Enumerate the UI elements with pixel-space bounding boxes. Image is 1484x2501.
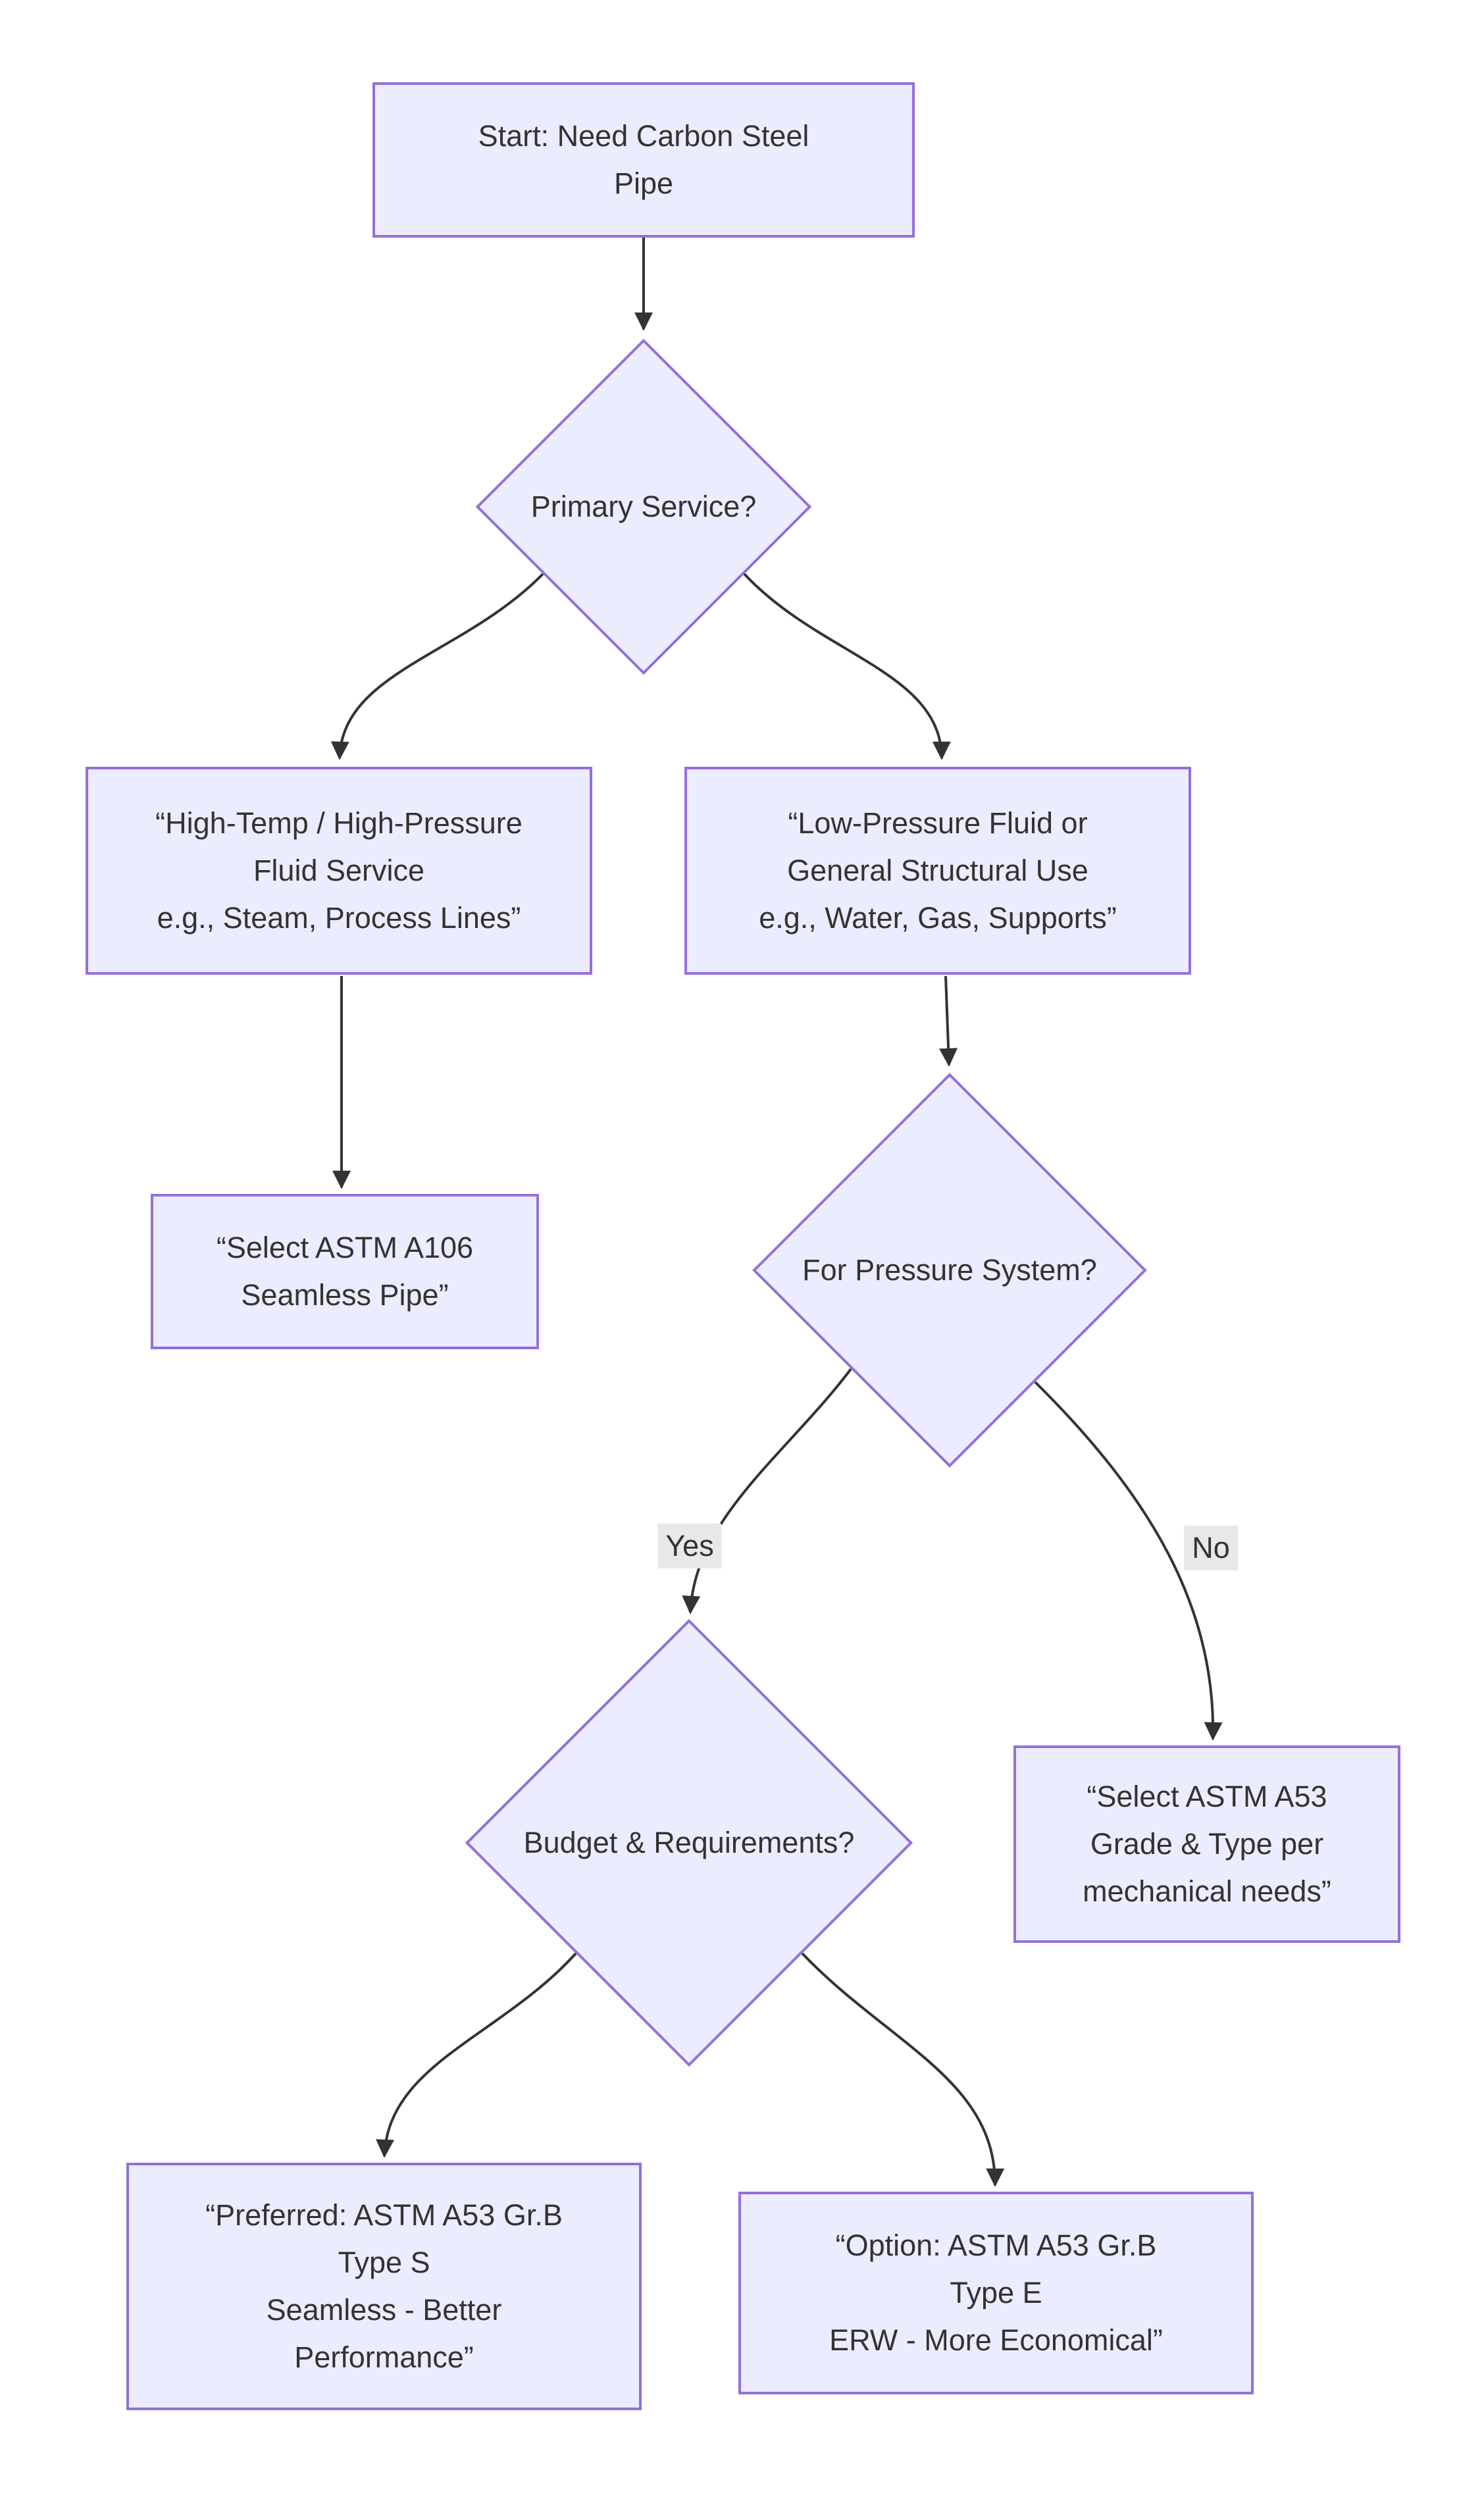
node-label: “Option: ASTM A53 Gr.B Type E ERW - More… xyxy=(829,2229,1163,2357)
node-label: For Pressure System? xyxy=(802,1253,1097,1287)
node-select-a53-mechanical: “Select ASTM A53 Grade & Type per mechan… xyxy=(1013,1745,1400,1943)
node-a53-type-s: “Preferred: ASTM A53 Gr.B Type S Seamles… xyxy=(126,2163,642,2410)
node-start: Start: Need Carbon Steel Pipe xyxy=(372,82,915,238)
decision-budget-requirements: Budget & Requirements? xyxy=(465,1618,913,2067)
node-label: “High-Temp / High-Pressure Fluid Service… xyxy=(155,806,523,935)
node-label: Start: Need Carbon Steel Pipe xyxy=(478,119,809,200)
node-label: “Select ASTM A106 Seamless Pipe” xyxy=(216,1231,474,1312)
edge-lowpressure-to-pressure xyxy=(939,975,958,1067)
node-label: Budget & Requirements? xyxy=(523,1826,855,1859)
decision-pressure-system: For Pressure System? xyxy=(752,1073,1147,1468)
node-label: Primary Service? xyxy=(530,490,757,523)
node-select-a106: “Select ASTM A106 Seamless Pipe” xyxy=(151,1194,539,1349)
edge-label-yes: Yes xyxy=(657,1524,722,1568)
decision-primary-service: Primary Service? xyxy=(473,336,815,678)
node-high-temp-service: “High-Temp / High-Pressure Fluid Service… xyxy=(86,767,592,975)
node-label: “Low-Pressure Fluid or General Structura… xyxy=(759,806,1117,935)
node-a53-type-e: “Option: ASTM A53 Gr.B Type E ERW - More… xyxy=(738,2192,1254,2394)
node-label: “Select ASTM A53 Grade & Type per mechan… xyxy=(1083,1780,1331,1908)
edge-label-no: No xyxy=(1184,1526,1238,1570)
node-low-pressure-use: “Low-Pressure Fluid or General Structura… xyxy=(684,767,1191,975)
node-label: “Preferred: ASTM A53 Gr.B Type S Seamles… xyxy=(205,2198,563,2374)
